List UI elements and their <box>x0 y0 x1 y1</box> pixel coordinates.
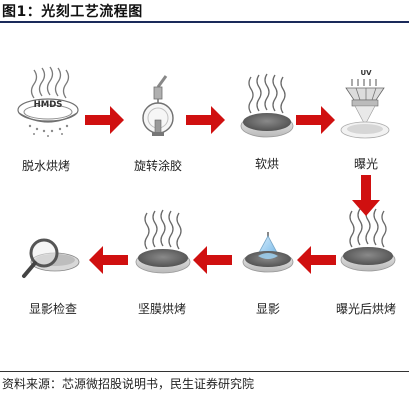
step-label-dehydration-bake: 脱水烘烤 <box>21 159 71 173</box>
step-icon-soft-bake <box>240 73 294 138</box>
step-icon-uv-exposure: UV <box>340 69 390 139</box>
step-icon-hmds-bake: HMDS <box>17 66 79 137</box>
step-icon-magnifier <box>22 238 80 278</box>
source-note: 资料来源：芯源微招股说明书，民生证券研究院 <box>2 377 255 391</box>
step-label-inspection: 显影检查 <box>28 302 78 316</box>
step-icon-hard-bake <box>135 209 191 274</box>
title-rule <box>0 21 409 23</box>
flow-arrow-5 <box>193 246 232 274</box>
step-label-post-exposure-bake: 曝光后烘烤 <box>335 302 397 316</box>
step-icon-spin-coater <box>142 75 174 136</box>
step-label-development: 显影 <box>255 302 281 316</box>
step-icon-developer <box>242 232 294 273</box>
hmds-badge: HMDS <box>34 100 63 110</box>
flow-arrow-down <box>352 175 380 216</box>
flow-arrow-4 <box>297 246 336 274</box>
flow-arrow-1 <box>85 106 124 134</box>
step-icon-post-exposure-bake <box>340 207 396 272</box>
step-label-spin-coating: 旋转涂胶 <box>133 159 183 173</box>
flow-arrow-2 <box>186 106 225 134</box>
process-flow-diagram: HMDS UV <box>17 66 396 278</box>
flow-arrow-6 <box>89 246 128 274</box>
flow-arrow-3 <box>296 106 335 134</box>
footer-rule <box>0 371 409 372</box>
uv-badge: UV <box>360 69 372 77</box>
step-label-hard-bake: 坚膜烘烤 <box>137 302 187 316</box>
page-title: 图1：光刻工艺流程图 <box>2 4 143 20</box>
step-label-soft-bake: 软烘 <box>254 157 280 171</box>
step-label-exposure: 曝光 <box>353 157 379 171</box>
